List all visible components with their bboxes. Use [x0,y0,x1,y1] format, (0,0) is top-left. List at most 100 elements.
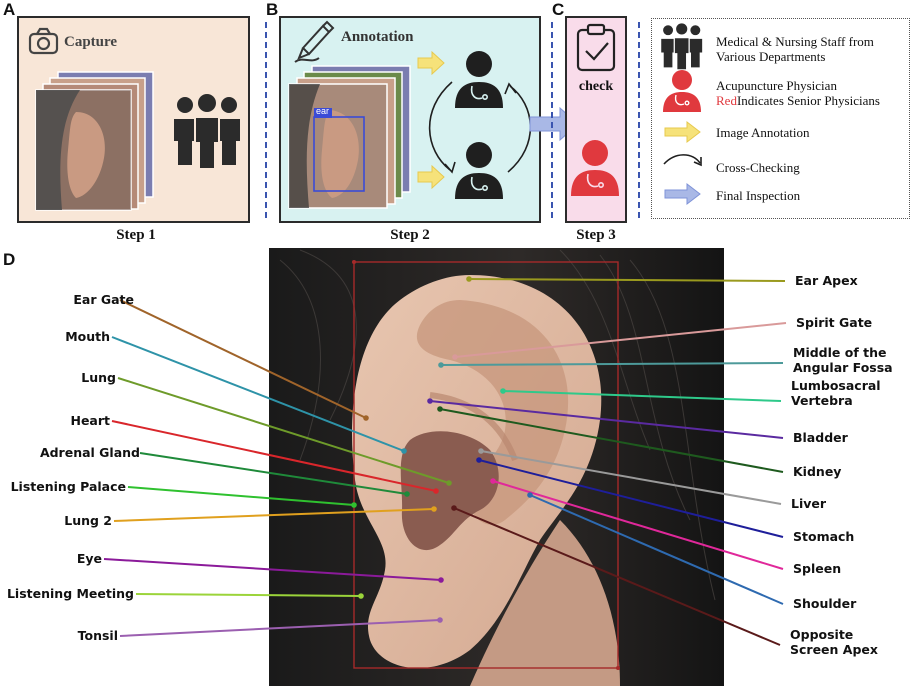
legend-staff-text: Medical & Nursing Staff from Various Dep… [716,34,874,64]
acupoint-mouth [401,448,407,454]
acupoint-stomach [476,457,482,463]
label-lung-2: Lung 2 [64,513,112,528]
legend-yellow-arrow-icon [664,120,701,144]
pen-icon [294,20,335,63]
label-opposite-screen-apex: Opposite Screen Apex [790,627,878,657]
leader-line-listening-meeting [135,593,362,597]
legend-blue-arrow-icon [664,182,701,206]
label-listening-palace: Listening Palace [10,479,126,494]
leader-line-lumbosacral-vertebra [502,390,782,402]
clipboard-check-icon [576,23,616,72]
panel-letter-a: A [3,0,16,19]
acupoint-liver [478,448,484,454]
leader-line-heart [111,420,437,492]
acupoint-tonsil [437,617,443,623]
photo-stack-a [35,71,154,211]
leader-line-lung [117,377,450,484]
step-1-label: Step 1 [116,227,156,243]
legend-box [651,18,910,219]
check-title: check [578,79,614,94]
label-liver: Liver [791,496,827,511]
leader-line-ear-gate [119,299,367,419]
step-2-label: Step 2 [390,227,430,243]
acupoint-lung-2 [431,506,437,512]
capture-title: Capture [64,34,118,50]
panel-letter-d: D [3,250,16,269]
label-kidney: Kidney [793,464,842,479]
leader-line-adrenal-gland [139,452,408,495]
acupoint-middle-of-the-angular-fossa [438,362,444,368]
ear-antihelix [429,392,518,462]
leader-line-kidney [439,408,784,473]
label-mouth: Mouth [65,329,110,344]
label-heart: Heart [70,413,110,428]
label-bladder: Bladder [793,430,848,445]
leader-line-stomach [478,459,784,538]
label-eye: Eye [76,551,102,566]
leader-line-liver [480,450,782,505]
legend-final-text: Final Inspection [716,188,801,203]
label-stomach: Stomach [793,529,855,544]
acupoint-lung [446,480,452,486]
legend-cross-check-text: Cross-Checking [716,160,800,175]
legend-red-word: Red [716,93,737,108]
staff-group-icon [174,94,240,170]
leader-line-tonsil [119,619,441,637]
legend-physician-text: Acupuncture Physician RedIndicates Senio… [716,78,908,108]
acupoint-heart [433,488,439,494]
label-listening-meeting: Listening Meeting [6,586,134,601]
label-adrenal-gland: Adrenal Gland [39,445,140,460]
leader-line-listening-palace [127,486,355,506]
leader-line-shoulder [529,494,784,605]
acupoint-eye [438,577,444,583]
annotation-title: Annotation [341,29,414,45]
legend-physician-icon [663,70,701,112]
acupoint-lumbosacral-vertebra [500,388,506,394]
acupoint-kidney [437,406,443,412]
ear-concha [400,431,499,551]
acupoint-shoulder [527,492,533,498]
label-tonsil: Tonsil [77,628,118,643]
separator-b-c [551,22,553,218]
leader-line-middle-of-the-angular-fossa [440,362,784,366]
acupoint-bladder [427,398,433,404]
legend-physician-main: Acupuncture Physician [716,78,837,93]
leader-line-mouth [111,336,405,452]
acupoint-ear-apex [466,276,472,282]
acupoint-adrenal-gland [404,491,410,497]
camera-icon [28,27,59,55]
step-3-label: Step 3 [576,227,616,243]
label-lumbosacral-vertebra: Lumbosacral Vertebra [791,378,881,408]
acupoint-spirit-gate [452,354,458,360]
label-spleen: Spleen [793,561,842,576]
label-middle-of-the-angular-fossa: Middle of the Angular Fossa [793,345,893,375]
label-spirit-gate: Spirit Gate [796,315,873,330]
label-ear-gate: Ear Gate [73,292,134,307]
physician-icon [455,51,503,199]
panel-letter-c: C [552,0,565,19]
label-shoulder: Shoulder [793,596,857,611]
stethoscope-icon [470,85,488,192]
legend-staff-group-icon [661,23,703,71]
acupoint-listening-meeting [358,593,364,599]
panel-letter-b: B [266,0,279,19]
legend-physician-rest: Indicates Senior Physicians [736,93,880,108]
leader-line-eye [103,558,442,581]
senior-physician-icon [571,140,619,196]
photo-stack-b [288,65,411,209]
acupoint-spleen [490,478,496,484]
label-ear-apex: Ear Apex [795,273,858,288]
label-lung: Lung [81,370,116,385]
acupoint-ear-gate [363,415,369,421]
leader-line-lung-2 [113,508,435,522]
ear-bounding-box [353,261,619,669]
bbox-tag: ear [316,106,330,116]
separator-c-legend [638,22,640,218]
acupoint-listening-palace [351,502,357,508]
